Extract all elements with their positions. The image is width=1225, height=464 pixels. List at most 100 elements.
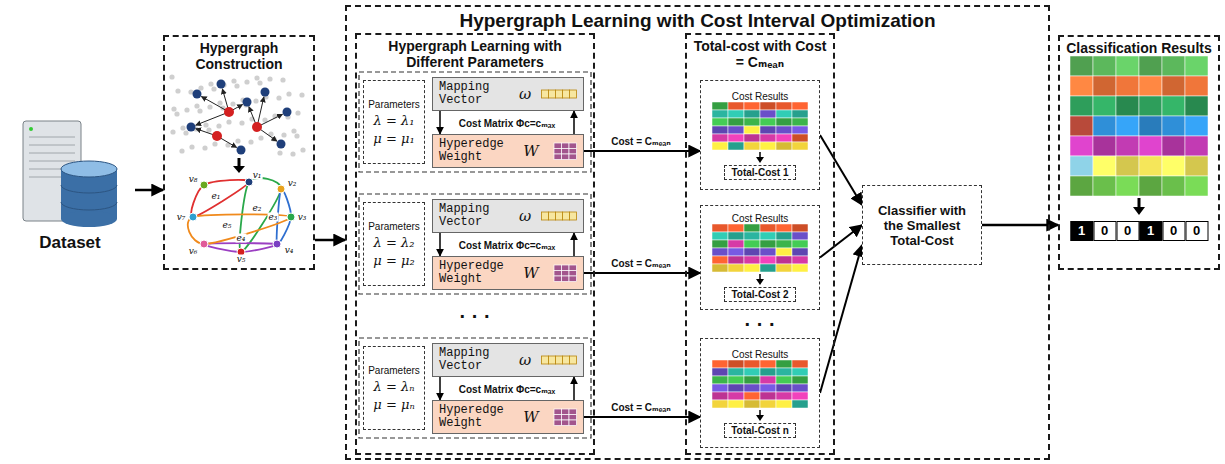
cgrid-part — [744, 368, 760, 376]
hc-part — [244, 80, 249, 85]
box-label: Parameters — [368, 365, 420, 376]
hyperedge-weight-box: Hyperedge WeightW — [432, 134, 584, 168]
cgrid-part — [712, 142, 728, 150]
hc-part — [277, 151, 282, 156]
hc-part — [212, 142, 217, 147]
strip-part — [555, 212, 562, 220]
wgrid-part — [561, 420, 569, 426]
cgrid-part — [728, 264, 744, 272]
wgrid-part — [554, 420, 562, 426]
parameter-box: Parameters λ = λₙ μ = μₙ — [363, 346, 425, 430]
strip-part — [541, 212, 548, 220]
cls-part — [1070, 116, 1093, 136]
hc-part — [295, 111, 300, 116]
hc-part — [290, 152, 295, 157]
arrow-connector — [573, 233, 575, 256]
hc-part — [258, 136, 263, 141]
box-label: Classification Results — [1063, 40, 1215, 56]
mapping-vector-box: Mapping Vectorω — [432, 199, 584, 233]
cgrid-part — [712, 264, 728, 272]
box-text: Total-Cost n — [724, 423, 796, 438]
cgrid-part — [744, 384, 760, 392]
result-bit: 1 — [1139, 221, 1162, 241]
server-part — [29, 145, 75, 146]
hc-part — [237, 146, 246, 155]
server-part — [29, 127, 33, 131]
box-label: Parameters — [368, 99, 420, 110]
cgrid-part — [712, 360, 728, 368]
box-text: λ = λₙ — [374, 379, 415, 394]
server-part — [61, 161, 117, 177]
cls-part — [1116, 76, 1139, 96]
cgrid-part — [728, 224, 744, 232]
result-bit: 1 — [1070, 221, 1093, 241]
edge-label: Cost = Cₘₑₐₙ — [610, 258, 672, 269]
wgrid-part — [554, 271, 562, 277]
arrow-connector — [820, 135, 862, 205]
cgrid-part — [776, 126, 792, 134]
hc-part — [235, 139, 240, 144]
wgrid-part — [569, 409, 577, 415]
wgrid-part — [569, 154, 577, 160]
cgrid-part — [776, 368, 792, 376]
box-text: μ = μₙ — [373, 397, 414, 412]
cgrid-part — [712, 392, 728, 400]
mapping-vector-box: Mapping Vectorω — [432, 343, 584, 377]
strip-part — [569, 212, 576, 220]
graph-label: v₄ — [284, 246, 295, 255]
box-label: Mapping Vector — [439, 347, 509, 373]
cgrid-part — [744, 110, 760, 118]
cgrid-part — [792, 392, 808, 400]
server-part — [29, 153, 75, 154]
cls-part — [1139, 176, 1162, 196]
cgrid-part — [728, 368, 744, 376]
cls-part — [1093, 116, 1116, 136]
hc-part — [299, 93, 304, 98]
cgrid-icon — [710, 102, 810, 164]
ellipsis: · · · — [744, 314, 775, 334]
cls-part — [1116, 116, 1139, 136]
cgrid-part — [776, 376, 792, 384]
box-label: Cost Results — [732, 349, 789, 360]
edge-label: Cost Matrix Φc=cₘₐₓ — [458, 384, 556, 395]
hc-part — [200, 240, 208, 248]
cgrid-part — [760, 360, 776, 368]
cost-result-box: Cost ResultsTotal-Cost n — [700, 338, 820, 448]
hc-part — [224, 107, 234, 117]
cgrid-part — [760, 110, 776, 118]
graph-label: e₄ — [236, 234, 247, 243]
wgrid-part — [561, 409, 569, 415]
edge-label: Cost = Cₘₑₐₙ — [610, 136, 672, 147]
edge-label: Cost Matrix Φc=cₘₐₓ — [458, 240, 556, 251]
cgrid-part — [760, 392, 776, 400]
ellipsis: · · · — [459, 306, 490, 326]
cgrid-part — [760, 248, 776, 256]
strip-part — [541, 90, 548, 98]
parameter-block-frames — [359, 72, 591, 438]
hc-part — [189, 145, 194, 150]
cls-part — [1162, 116, 1185, 136]
cgrid-part — [776, 110, 792, 118]
cls-part — [1185, 96, 1208, 116]
wgrid-part — [569, 271, 577, 277]
strip-icon — [541, 211, 577, 221]
arrow-connector — [315, 239, 345, 242]
cgrid-part — [792, 400, 808, 408]
arrow-connector — [982, 224, 1058, 227]
arrow-connector — [573, 377, 575, 400]
server-icon — [15, 117, 125, 229]
cls-part — [1116, 156, 1139, 176]
cgrid-part — [728, 232, 744, 240]
cgrid-part — [712, 248, 728, 256]
cls-part — [1185, 156, 1208, 176]
cgrid-part — [744, 102, 760, 110]
cgrid-part — [728, 110, 744, 118]
hc-part — [179, 149, 184, 154]
cgrid-part — [760, 240, 776, 248]
cgrid-part — [792, 360, 808, 368]
cgrid-part — [712, 224, 728, 232]
cgrid-part — [744, 126, 760, 134]
box-label: Total-cost with Cost = Cₘₑₐₙ — [687, 38, 833, 70]
cgrid-part — [760, 142, 776, 150]
